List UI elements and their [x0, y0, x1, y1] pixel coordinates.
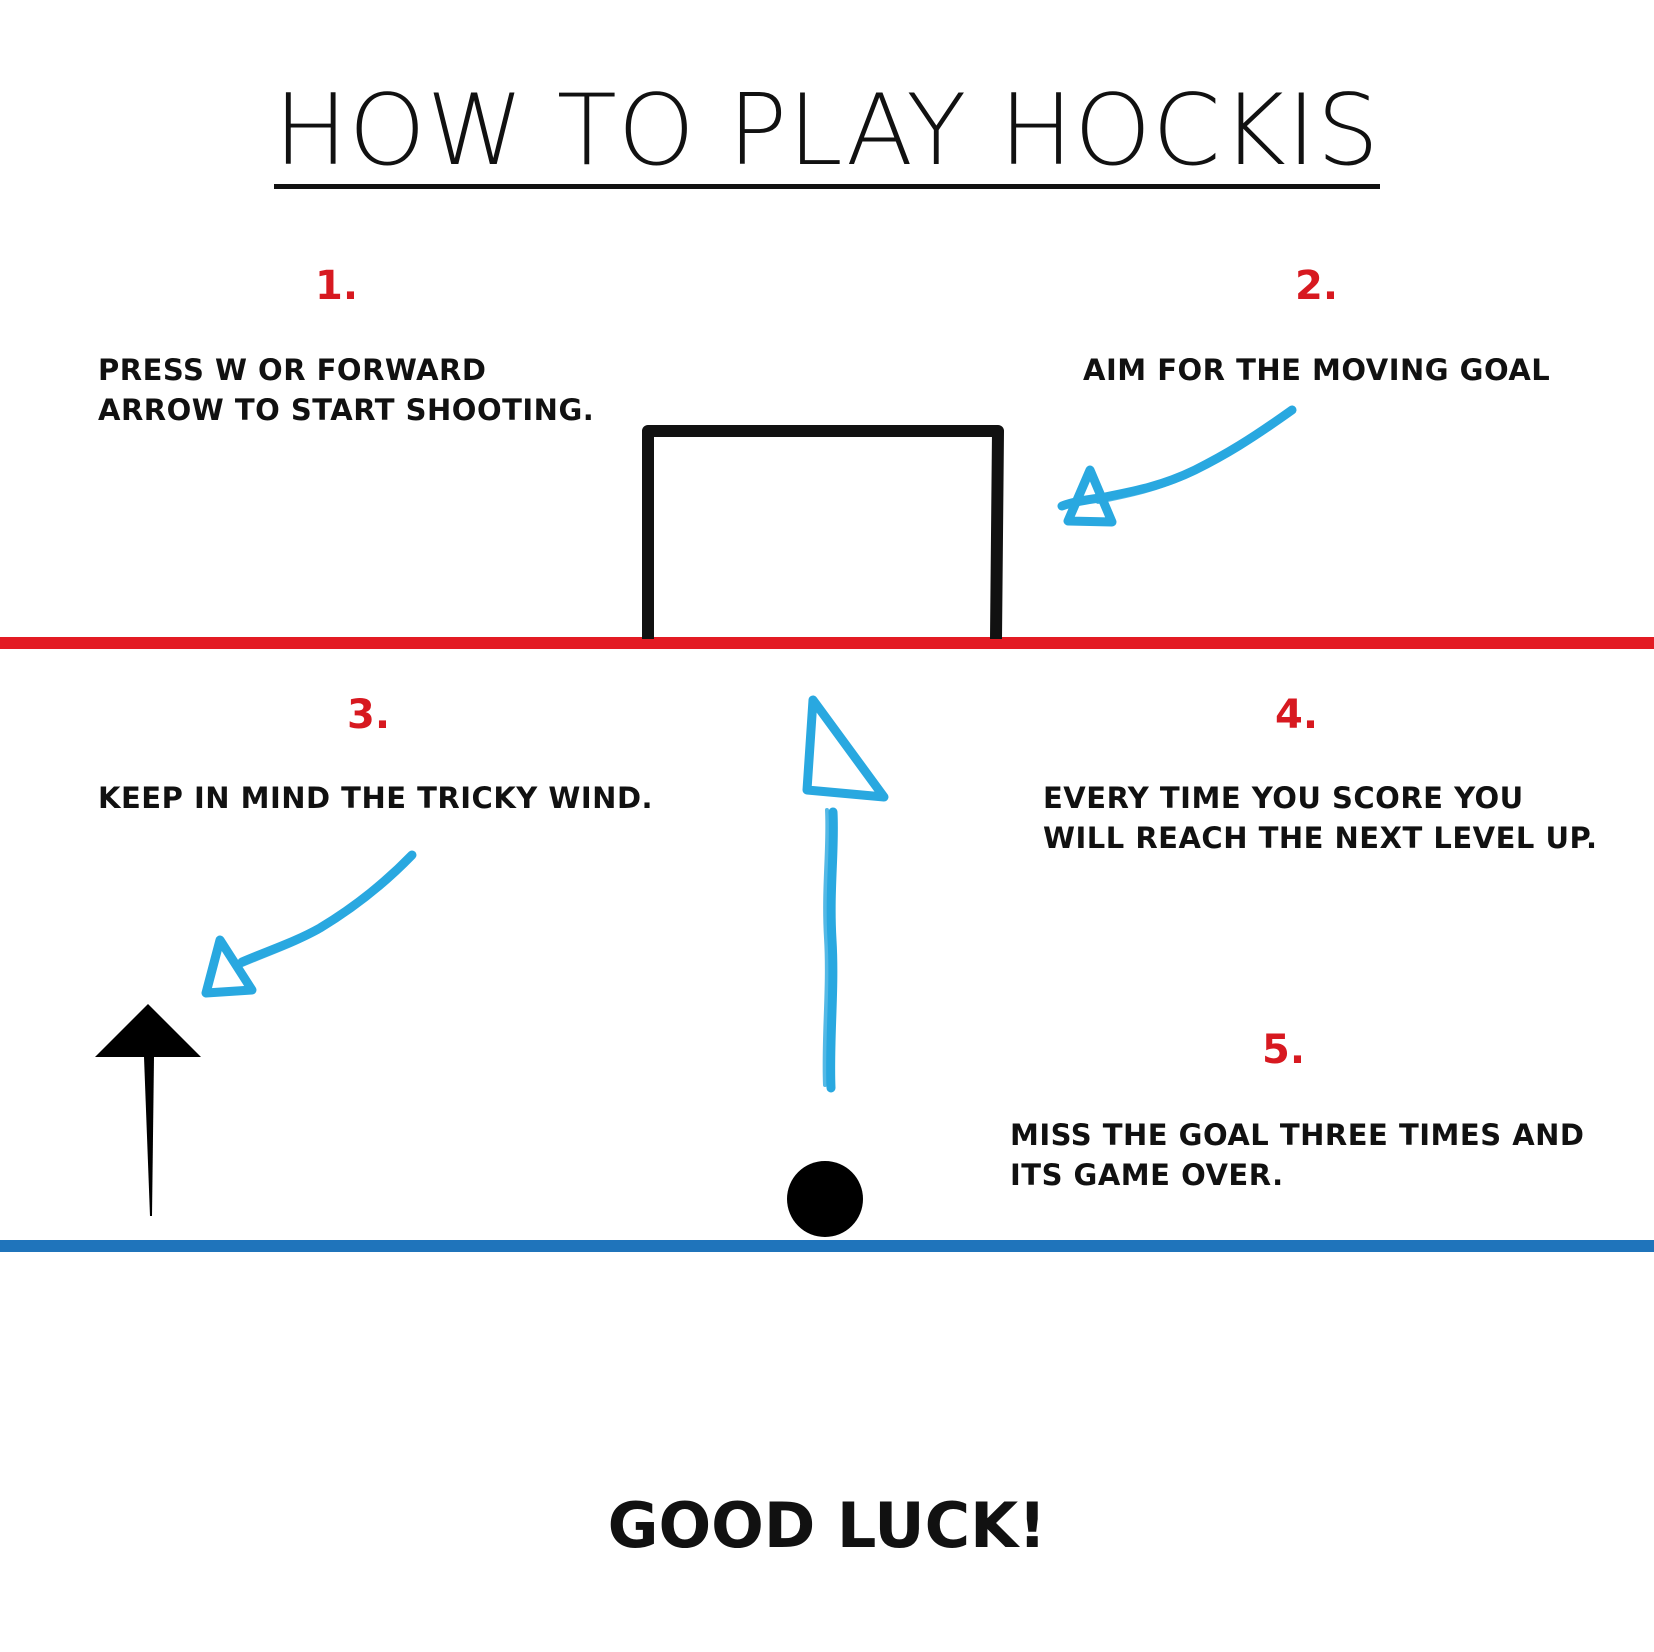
crayon-arrow-icon: [1057, 405, 1297, 527]
step-2-text: AIM FOR THE MOVING GOAL: [1083, 350, 1550, 390]
step-1-text: PRESS W OR FORWARD ARROW TO START SHOOTI…: [98, 350, 594, 430]
step-1-line-1: PRESS W OR FORWARD: [98, 353, 487, 387]
step-3-text: KEEP IN MIND THE TRICKY WIND.: [98, 778, 653, 818]
page-title-text: HOW TO PLAY HOCKIS: [273, 74, 1381, 189]
step-5-line-2: ITS GAME OVER.: [1010, 1158, 1284, 1192]
good-luck-footer: GOOD LUCK!: [607, 1489, 1047, 1562]
step-5-text: MISS THE GOAL THREE TIMES AND ITS GAME O…: [1010, 1115, 1584, 1195]
step-2-line-1: AIM FOR THE MOVING GOAL: [1083, 353, 1551, 387]
step-1-line-2: ARROW TO START SHOOTING.: [98, 393, 595, 427]
step-4-line-1: EVERY TIME YOU SCORE YOU: [1043, 781, 1524, 815]
goal-frame-icon: [642, 425, 1004, 640]
step-4-line-2: WILL REACH THE NEXT LEVEL UP.: [1043, 821, 1598, 855]
step-1-number: 1.: [315, 263, 359, 309]
step-3-line-1: KEEP IN MIND THE TRICKY WIND.: [98, 781, 654, 815]
crayon-arrow-icon: [802, 695, 889, 1093]
crayon-arrow-icon: [201, 850, 417, 998]
step-2-number: 2.: [1295, 263, 1339, 309]
step-4-text: EVERY TIME YOU SCORE YOU WILL REACH THE …: [1043, 778, 1597, 858]
step-5-number: 5.: [1262, 1027, 1306, 1073]
page-title: HOW TO PLAY HOCKIS: [0, 82, 1654, 189]
step-4-number: 4.: [1275, 692, 1319, 738]
wind-arrow-icon: [95, 1004, 201, 1216]
step-3-number: 3.: [347, 692, 391, 738]
step-5-line-1: MISS THE GOAL THREE TIMES AND: [1010, 1118, 1585, 1152]
puck-icon: [787, 1161, 863, 1237]
